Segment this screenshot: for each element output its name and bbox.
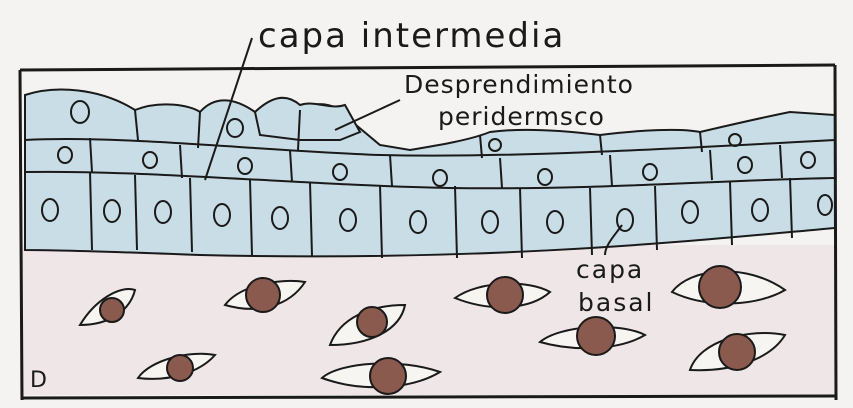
basal-nuclei	[41, 194, 833, 234]
peridermal-shedding	[253, 96, 362, 141]
epithelium-layer	[24, 88, 836, 258]
basal-cell-walls	[89, 171, 793, 259]
pointer-lines	[204, 37, 623, 256]
label-basal-line1: capa	[576, 255, 645, 284]
label-intermediate-layer: capa intermedia	[258, 16, 566, 56]
superficial-nuclei	[70, 100, 742, 152]
intermediate-cell-walls	[89, 137, 783, 189]
corner-mark: D	[30, 368, 47, 393]
fibroblasts	[78, 265, 787, 395]
layer-boundary-mid	[24, 170, 836, 190]
label-shedding-line2: peridermsco	[438, 102, 605, 131]
layer-boundary-top	[24, 138, 836, 157]
label-basal-line2: basal	[578, 288, 655, 317]
superficial-cell-walls	[134, 109, 703, 159]
shedding-pointer	[334, 99, 401, 131]
frame	[18, 63, 838, 401]
label-shedding-line1: Desprendimiento	[404, 70, 634, 99]
intermediate-nuclei	[57, 146, 816, 187]
intermedia-pointer	[204, 37, 253, 181]
basal-pointer	[604, 224, 623, 256]
